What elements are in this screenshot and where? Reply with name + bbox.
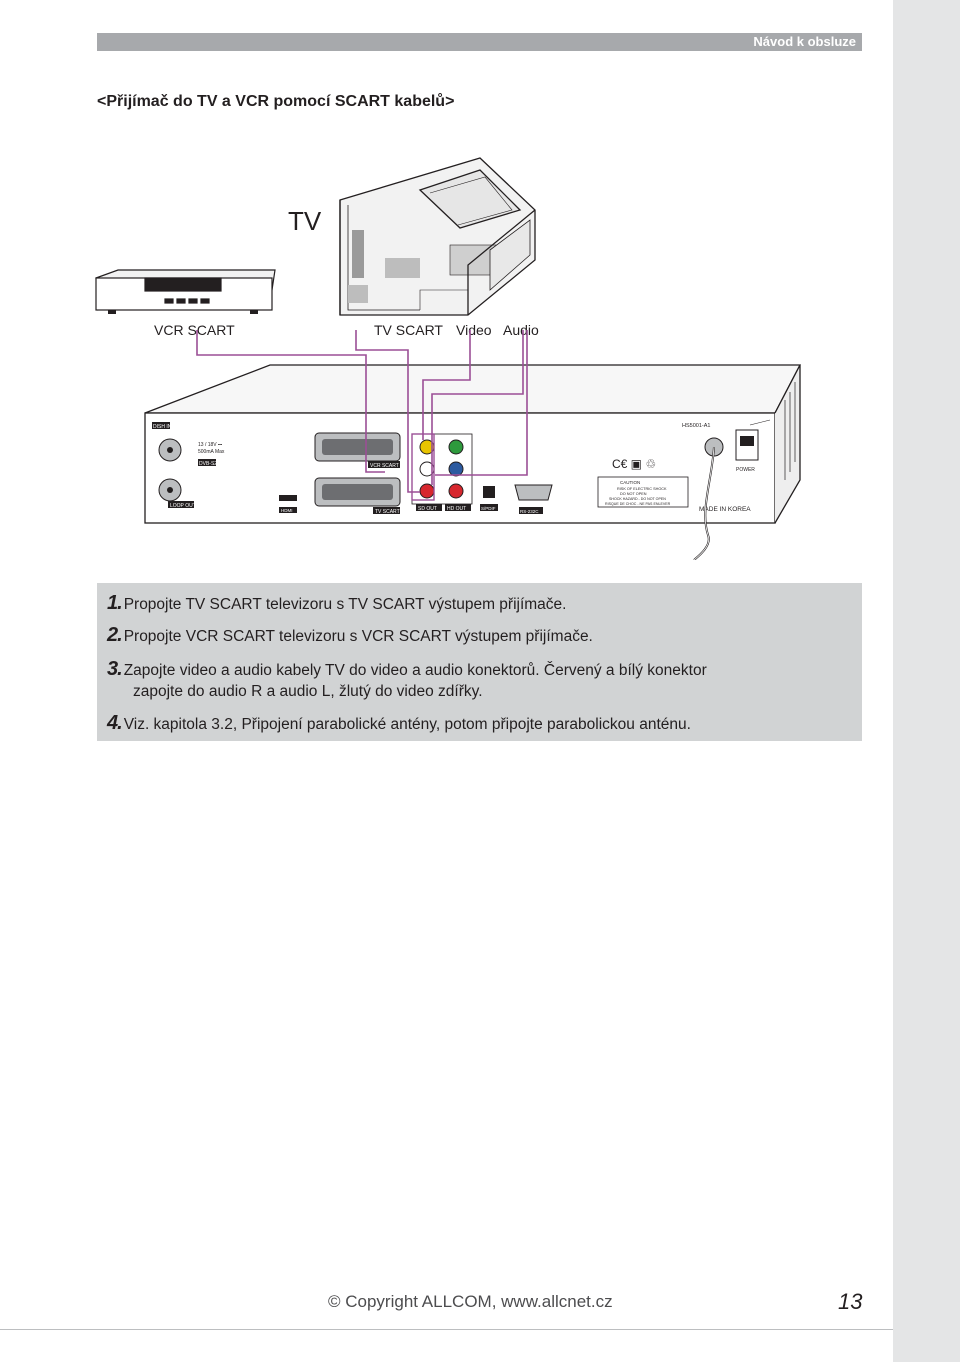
connection-diagram: TV VCR SCART TV SCART Video Audio — [90, 150, 880, 561]
instructions-box: 1.Propojte TV SCART televizoru s TV SCAR… — [97, 583, 862, 741]
loop-out-pin — [167, 487, 173, 493]
step-4-text: Viz. kapitola 3.2, Připojení parabolické… — [123, 716, 691, 733]
power-spec-1: 13 / 18V ⎓ — [198, 442, 222, 448]
power-switch-rocker — [740, 436, 754, 446]
loop-out-tag — [168, 501, 194, 508]
tv-scart-tag — [373, 507, 400, 514]
step-3-number: 3. — [107, 658, 123, 680]
loop-out-label: LOOP OUT — [170, 503, 196, 509]
hdmi-tag — [279, 507, 297, 513]
step-4-number: 4. — [107, 712, 123, 734]
model-label: HS5001-A1 — [682, 423, 710, 429]
hd-out-tag — [445, 504, 471, 511]
page-number: 13 — [838, 1289, 863, 1314]
spdif-port — [483, 486, 495, 498]
step-2-number: 2. — [107, 624, 123, 646]
ce-mark: C€ ▣ ♲ — [612, 457, 656, 471]
step-3-text: Zapojte video a audio kabely TV do video… — [123, 662, 707, 679]
step-1: 1.Propojte TV SCART televizoru s TV SCAR… — [107, 592, 566, 616]
audio-label: Audio — [503, 322, 539, 338]
caution-line2: DO NOT OPEN — [620, 492, 647, 496]
hd-out-label: HD OUT — [447, 506, 466, 512]
tv-scart-label: TV SCART — [374, 322, 443, 338]
hdmi-label: HDMI — [281, 508, 293, 513]
step-3-text-cont: zapojte do audio R a audio L, žlutý do v… — [133, 683, 483, 700]
tv-scart-panel-label: TV SCART — [375, 509, 400, 515]
component-jack-green — [448, 439, 464, 455]
sd-out-label: SD OUT — [418, 506, 437, 512]
rs232-port — [514, 484, 553, 501]
rs232-label: RS-232C — [520, 509, 539, 514]
step-2-text: Propojte VCR SCART televizoru s VCR SCAR… — [123, 628, 593, 645]
component-jack-blue — [448, 461, 464, 477]
sd-out-tag — [416, 504, 442, 511]
warning-line2: RISQUE DE CHOC - NE PAS ENLEVER — [605, 502, 671, 506]
power-spec-2: 500mA Max — [198, 449, 225, 455]
spdif-tag — [480, 504, 498, 511]
power-cable-highlight — [693, 446, 715, 561]
dvb-s2-tag — [198, 459, 216, 466]
side-strip — [893, 0, 960, 1362]
made-in-label: MADE IN KOREA — [699, 506, 751, 513]
caution-title: CAUTION — [620, 480, 640, 485]
receiver-illustration — [144, 364, 802, 524]
footer-copyright: © Copyright ALLCOM, www.allcnet.cz — [328, 1292, 613, 1311]
hdmi-port — [279, 495, 297, 501]
dish-in-label: DISH IN — [153, 424, 172, 430]
step-1-number: 1. — [107, 592, 123, 614]
component-jack-red — [448, 483, 464, 499]
step-1-text: Propojte TV SCART televizoru s TV SCART … — [123, 596, 567, 613]
video-label: Video — [456, 322, 492, 338]
power-label: POWER — [736, 467, 755, 473]
step-2: 2.Propojte VCR SCART televizoru s VCR SC… — [107, 624, 593, 648]
vcr-scart-pins — [322, 439, 393, 455]
vcr-scart-panel-label: VCR SCART — [370, 463, 399, 469]
footer-divider — [0, 1329, 893, 1330]
spdif-label: S/PDIF — [481, 506, 496, 511]
caution-box — [597, 476, 689, 508]
step-4: 4.Viz. kapitola 3.2, Připojení parabolic… — [107, 712, 691, 736]
header-title: Návod k obsluze — [753, 34, 856, 49]
tv-label: TV — [288, 206, 322, 236]
header-bar: Návod k obsluze — [97, 33, 862, 51]
highlight-rca-group — [411, 433, 435, 501]
audio-jack-red — [419, 483, 435, 499]
rs232-tag — [519, 507, 543, 514]
section-title: <Přijímač do TV a VCR pomocí SCART kabel… — [97, 93, 455, 110]
connection-diagram-svg: TV VCR SCART TV SCART Video Audio — [95, 157, 802, 561]
warning-line1: SHOCK HAZARD - DO NOT OPEN — [609, 497, 666, 501]
tv-scart-pins — [322, 484, 393, 500]
vcr-scart-label: VCR SCART — [154, 322, 235, 338]
vcr-illustration — [95, 269, 276, 314]
caution-line1: RISK OF ELECTRIC SHOCK — [617, 487, 667, 491]
vcr-scart-tag — [368, 461, 400, 468]
dish-in-pin — [167, 447, 173, 453]
tv-illustration — [339, 157, 536, 316]
dish-in-tag — [152, 422, 170, 429]
step-3: 3.Zapojte video a audio kabely TV do vid… — [107, 658, 707, 682]
dvb-s2-label: DVB-S2 — [199, 461, 217, 467]
